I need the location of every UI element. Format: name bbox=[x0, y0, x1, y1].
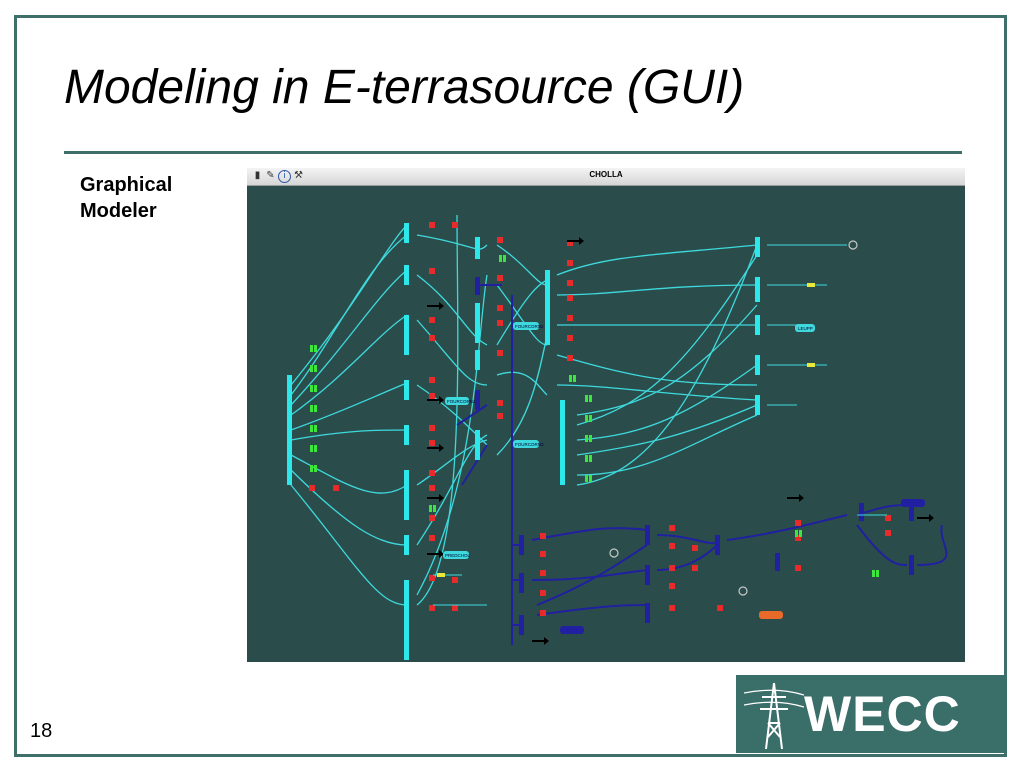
label-predchol: PREDCHOL bbox=[445, 553, 471, 558]
window-title: CHOLLA bbox=[589, 170, 623, 179]
one-line-diagram-canvas[interactable]: FOURCORN1 FOURCORN2 FOURCORN3 PREDCHOL L… bbox=[247, 185, 965, 662]
yellow-transformers bbox=[437, 283, 815, 577]
slide-title: Modeling in E-terrasource (GUI) bbox=[64, 61, 745, 114]
wecc-logo-text: WECC bbox=[804, 686, 961, 742]
feeder-lines bbox=[433, 244, 887, 606]
load-label-box[interactable] bbox=[759, 611, 783, 619]
bus-bars bbox=[287, 223, 760, 660]
label-leupp: LEUPP bbox=[798, 326, 813, 331]
generator-symbols bbox=[609, 240, 858, 596]
breakers bbox=[309, 222, 891, 616]
substation-labels: FOURCORN1 FOURCORN2 FOURCORN3 PREDCHOL L… bbox=[443, 322, 925, 634]
label-predchol-box[interactable] bbox=[443, 551, 469, 559]
edit-icon[interactable]: ✎ bbox=[266, 170, 275, 181]
label-fourcorn2-box[interactable] bbox=[513, 322, 539, 330]
slide-caption: Graphical Modeler bbox=[80, 174, 173, 222]
arrows bbox=[427, 237, 934, 645]
transmission-tower-icon bbox=[744, 682, 804, 750]
info-icon[interactable]: i bbox=[278, 170, 291, 183]
window-toolbar: ▮ ✎ i ⚒ CHOLLA bbox=[247, 168, 965, 186]
label-fourcorn3: FOURCORN3 bbox=[515, 442, 544, 447]
label-fourcorn1: FOURCORN1 bbox=[447, 399, 476, 404]
slide-number: 18 bbox=[30, 720, 53, 742]
title-divider bbox=[64, 151, 962, 154]
green-switches bbox=[310, 255, 879, 577]
graphical-modeler-window: ▮ ✎ i ⚒ CHOLLA bbox=[247, 168, 965, 662]
dark-links bbox=[456, 284, 948, 645]
dark-label-box-2[interactable] bbox=[901, 499, 925, 507]
tools-icon[interactable]: ⚒ bbox=[294, 170, 303, 181]
dark-buses bbox=[475, 277, 914, 635]
dark-label-box-1[interactable] bbox=[560, 626, 584, 634]
connection-lines bbox=[290, 214, 758, 606]
label-fourcorn3-box[interactable] bbox=[513, 440, 539, 448]
label-fourcorn1-box[interactable] bbox=[445, 397, 469, 405]
label-leupp-box[interactable] bbox=[795, 324, 815, 332]
label-fourcorn2: FOURCORN2 bbox=[515, 324, 544, 329]
wecc-logo: WECC bbox=[736, 675, 1007, 753]
page-icon[interactable]: ▮ bbox=[254, 170, 261, 181]
